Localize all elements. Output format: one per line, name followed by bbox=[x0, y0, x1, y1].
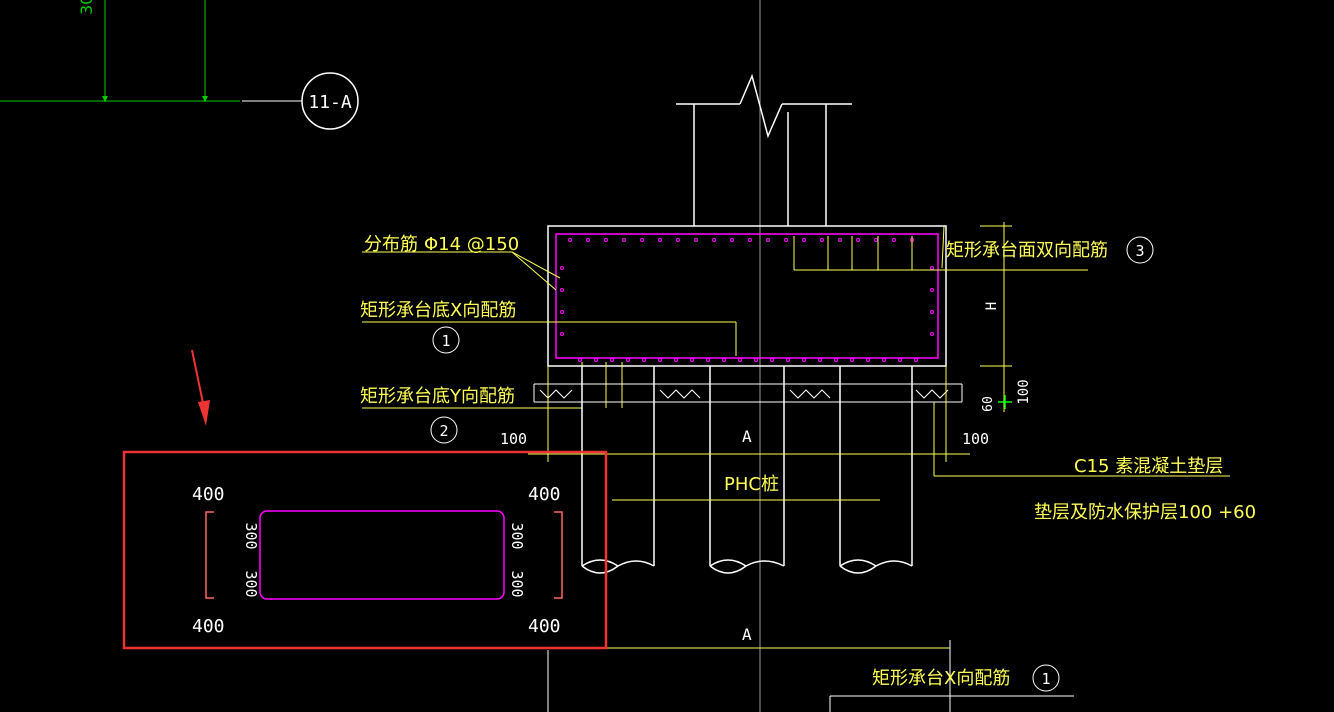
callout-circle-1b bbox=[1032, 664, 1060, 692]
green-grid-lines bbox=[0, 0, 240, 102]
dim-60: 60 bbox=[981, 396, 996, 412]
column-section bbox=[676, 73, 852, 226]
label-bottom-y-rebar: 矩形承台底Y向配筋 bbox=[360, 386, 515, 407]
label-bottom-x-rebar: 矩形承台底X向配筋 bbox=[360, 300, 516, 321]
height-dimension bbox=[980, 222, 1012, 412]
detail-dim-left-lower: 300 bbox=[242, 570, 260, 597]
axis-bubble-label: 11-A bbox=[308, 92, 352, 113]
red-arrow-annotation bbox=[191, 349, 210, 426]
callout-num-1b: 1 bbox=[1041, 670, 1050, 688]
detail-dim-right-upper: 300 bbox=[508, 522, 526, 549]
highlight-box[interactable] bbox=[122, 450, 608, 650]
rebar-dots bbox=[560, 238, 934, 362]
green-grid-ticks bbox=[102, 96, 208, 102]
rebar-cage bbox=[555, 233, 939, 359]
label-phc-pile: PHC桩 bbox=[724, 474, 779, 495]
section-lines bbox=[547, 640, 1074, 712]
callout-num-3: 3 bbox=[1135, 242, 1144, 260]
dim-100-right: 100 bbox=[1016, 379, 1032, 404]
callout-circle-2 bbox=[430, 416, 458, 444]
top-partial-dim: 30 bbox=[77, 0, 96, 15]
cushion-layer bbox=[533, 383, 963, 403]
label-c15-cushion: C15 素混凝土垫层 bbox=[1074, 456, 1223, 477]
dim-100-bottom-right: 100 bbox=[962, 430, 989, 448]
bottom-dimension-lines bbox=[528, 366, 1230, 649]
label-top-rebar: 矩形承台面双向配筋 bbox=[946, 240, 1108, 261]
callout-circle-3 bbox=[1126, 236, 1154, 264]
label-cushion-protect: 垫层及防水保护层100 +60 bbox=[1034, 502, 1256, 523]
detail-dim-top-left: 400 bbox=[192, 484, 225, 505]
height-mark: H bbox=[984, 302, 1000, 310]
label-bottom-x-rebar-2: 矩形承台X向配筋 bbox=[872, 668, 1010, 689]
phc-piles bbox=[581, 366, 913, 574]
detail-dim-bottom-right: 400 bbox=[528, 616, 561, 637]
callout-num-1: 1 bbox=[441, 332, 450, 350]
detail-dim-top-right: 400 bbox=[528, 484, 561, 505]
label-rebar-spec: Φ14 @150 bbox=[424, 234, 519, 255]
axis-bubble[interactable] bbox=[301, 72, 359, 130]
pile-cap-outline bbox=[547, 225, 947, 367]
detail-dim-left-upper: 300 bbox=[242, 522, 260, 549]
leader-lines bbox=[362, 225, 1088, 409]
callout-circle-1 bbox=[432, 326, 460, 354]
dim-100-left: 100 bbox=[500, 430, 527, 448]
callout-num-2: 2 bbox=[439, 422, 448, 440]
detail-dim-bottom-left: 400 bbox=[192, 616, 225, 637]
section-a-top: A bbox=[742, 427, 752, 446]
detail-dim-right-lower: 300 bbox=[508, 570, 526, 597]
section-a-bottom: A bbox=[742, 625, 752, 644]
label-distribution-rebar: 分布筋 bbox=[364, 234, 418, 255]
detail-rebar-shape bbox=[205, 510, 563, 600]
green-snap-marker bbox=[998, 395, 1012, 409]
